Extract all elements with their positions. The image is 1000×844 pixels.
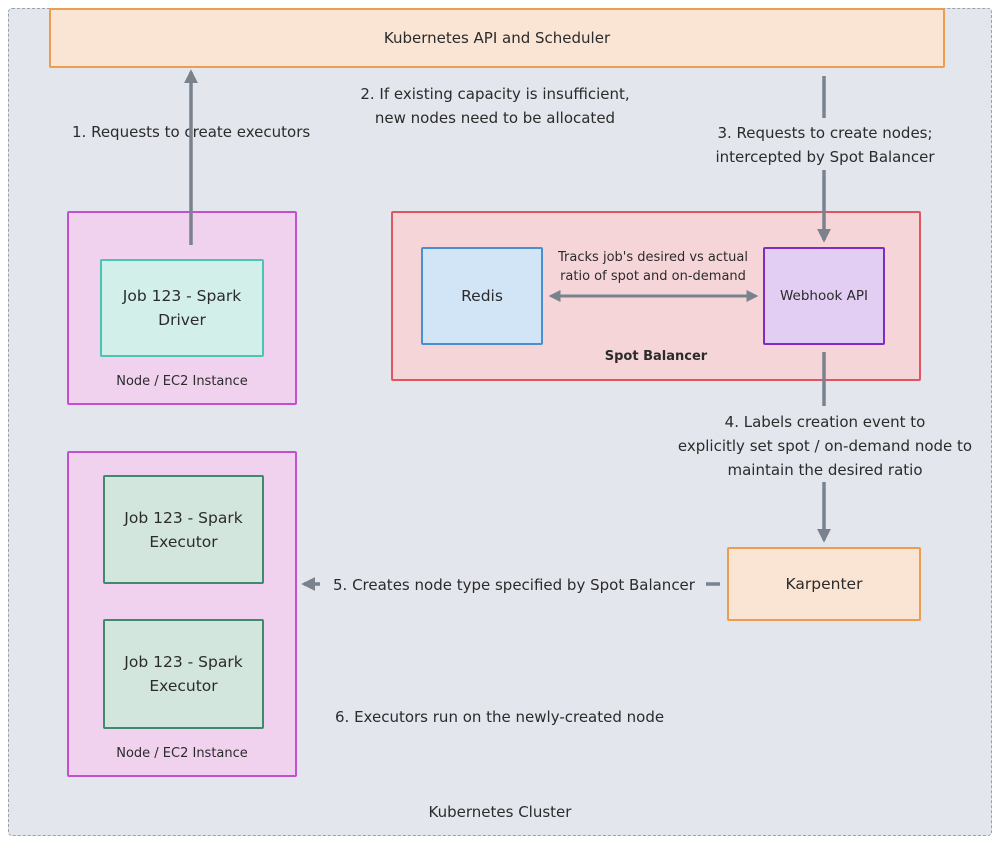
redis-label: Redis — [461, 287, 503, 305]
api-label: Kubernetes API and Scheduler — [383, 29, 611, 47]
webhook-api-box[interactable]: Webhook API — [763, 247, 885, 345]
tracks-line2: ratio of spot and on-demand — [560, 269, 746, 284]
step-2-line1: 2. If existing capacity is insufficient, — [360, 85, 630, 103]
step-3-line2: intercepted by Spot Balancer — [715, 148, 935, 166]
executor1-line2: Executor — [149, 532, 218, 551]
step-4-label: 4. Labels creation event to explicitly s… — [660, 410, 990, 482]
karpenter-label: Karpenter — [785, 575, 863, 593]
step-4-line2: explicitly set spot / on-demand node to — [677, 437, 973, 455]
tracks-ratio-label: Tracks job's desired vs actual ratio of … — [545, 248, 761, 286]
driver-line1: Job 123 - Spark — [122, 287, 242, 305]
step-5-label: 5. Creates node type specified by Spot B… — [333, 576, 695, 594]
node-executors-label: Node / EC2 Instance — [116, 746, 248, 761]
spark-executor-box-2[interactable]: Job 123 - Spark Executor — [103, 619, 264, 729]
step-4-line1: 4. Labels creation event to — [724, 413, 926, 431]
karpenter-box[interactable]: Karpenter — [727, 547, 921, 621]
webhook-label: Webhook API — [780, 288, 868, 304]
tracks-line1: Tracks job's desired vs actual — [558, 250, 748, 265]
spark-driver-box[interactable]: Job 123 - Spark Driver — [100, 259, 264, 357]
step-3-line1: 3. Requests to create nodes; — [717, 124, 933, 142]
cluster-label: Kubernetes Cluster — [428, 803, 572, 821]
step-3-label: 3. Requests to create nodes; intercepted… — [690, 121, 960, 169]
executor1-line1: Job 123 - Spark — [124, 508, 243, 527]
step-4-line3: maintain the desired ratio — [727, 461, 923, 479]
step-2-label: 2. If existing capacity is insufficient,… — [330, 82, 660, 130]
step-6-label: 6. Executors run on the newly-created no… — [335, 708, 665, 726]
executor2-line2: Executor — [149, 677, 218, 695]
node-driver-label: Node / EC2 Instance — [116, 374, 248, 389]
kubernetes-api-box[interactable]: Kubernetes API and Scheduler — [49, 8, 945, 68]
spark-executor-box-1[interactable]: Job 123 - Spark Executor — [103, 475, 264, 584]
executor2-line1: Job 123 - Spark — [124, 653, 243, 671]
driver-line2: Driver — [158, 311, 206, 329]
step-2-line2: new nodes need to be allocated — [374, 109, 616, 127]
spot-balancer-label: Spot Balancer — [604, 349, 708, 364]
redis-box[interactable]: Redis — [421, 247, 543, 345]
